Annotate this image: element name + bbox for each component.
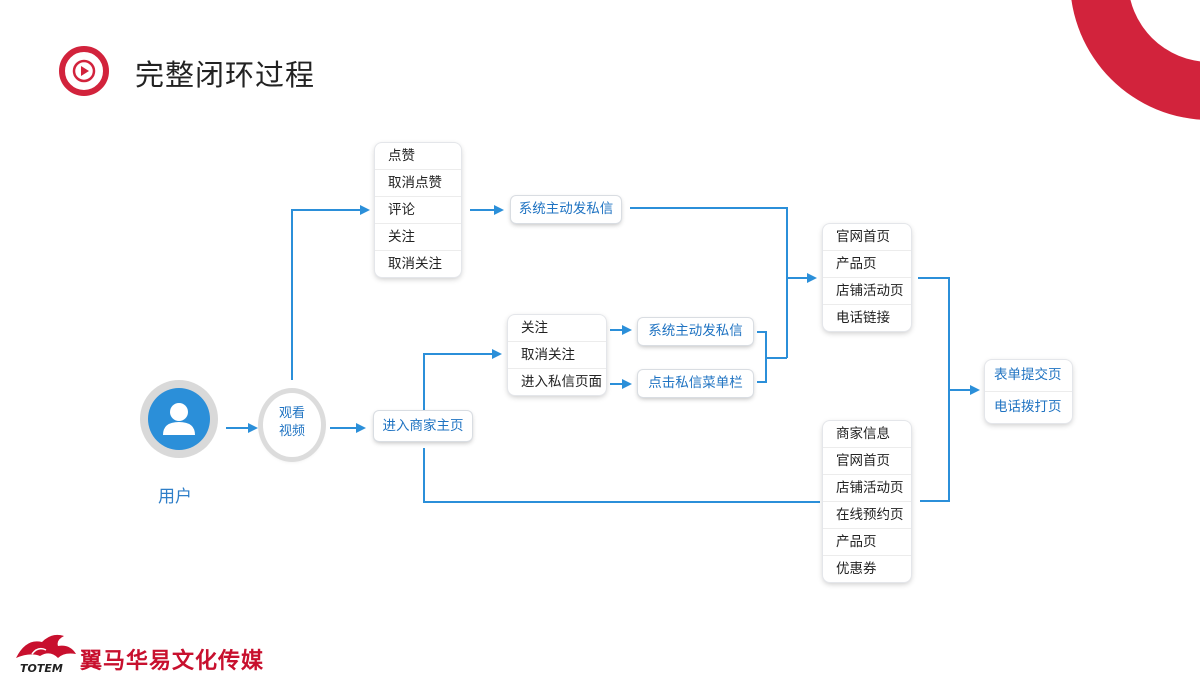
system-dm-box-1: 系统主动发私信 — [511, 196, 621, 223]
watch-video-line-2: 视频 — [278, 424, 305, 439]
conversion-item: 表单提交页 — [985, 360, 1072, 392]
merchant-info-item: 产品页 — [823, 529, 911, 556]
interaction-item: 取消点赞 — [375, 170, 461, 197]
landing-page-item: 电话链接 — [836, 310, 890, 326]
merchant-info-item: 在线预约页 — [823, 502, 911, 529]
play-icon — [59, 46, 109, 96]
corner-ring-decoration — [1071, 0, 1200, 120]
interaction-item: 点赞 — [375, 143, 461, 170]
merchant-home-box: 进入商家主页 — [374, 411, 472, 441]
dm-menu-box: 点击私信菜单栏 — [638, 370, 753, 397]
interaction-item: 关注 — [375, 224, 461, 251]
person-icon — [163, 403, 195, 435]
watch-video-node — [263, 393, 321, 457]
brand-logo-text: TOTEM — [20, 662, 63, 675]
slide-title: 完整闭环过程 — [135, 58, 316, 92]
brand-logo-icon — [16, 634, 76, 658]
interaction-item: 取消关注 — [388, 256, 442, 272]
brand-name: 翼马华易文化传媒 — [80, 649, 265, 674]
follow-action-item: 取消关注 — [508, 342, 606, 369]
follow-action-item: 关注 — [508, 315, 606, 342]
landing-page-item: 产品页 — [823, 251, 911, 278]
merchant-info-item: 商家信息 — [823, 421, 911, 448]
merchant-info-box: 商家信息 官网首页 店铺活动页 在线预约页 产品页 优惠券 — [823, 421, 911, 582]
interactions-box: 点赞 取消点赞 评论 关注 取消关注 — [375, 143, 461, 277]
follow-actions-box: 关注 取消关注 进入私信页面 — [508, 315, 606, 395]
user-label: 用户 — [158, 487, 192, 507]
conversion-item: 电话拨打页 — [994, 399, 1062, 415]
follow-action-item: 进入私信页面 — [521, 374, 602, 390]
landing-page-item: 官网首页 — [823, 224, 911, 251]
merchant-info-item: 优惠券 — [836, 561, 877, 577]
system-dm-box-2: 系统主动发私信 — [638, 318, 753, 345]
interaction-item: 评论 — [375, 197, 461, 224]
landing-pages-box: 官网首页 产品页 店铺活动页 电话链接 — [823, 224, 911, 331]
watch-video-line-1: 观看 — [278, 406, 305, 421]
conversion-box: 表单提交页 电话拨打页 — [985, 360, 1072, 423]
merchant-info-item: 官网首页 — [823, 448, 911, 475]
merchant-info-item: 店铺活动页 — [823, 475, 911, 502]
watch-video-label: 观看 视频 — [263, 405, 321, 441]
landing-page-item: 店铺活动页 — [823, 278, 911, 305]
